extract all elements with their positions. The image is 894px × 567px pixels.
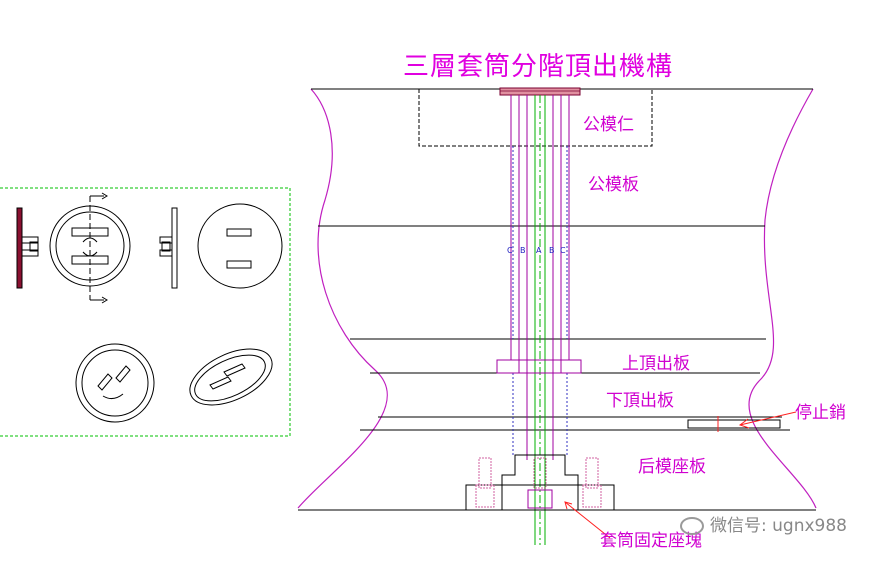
label-stop-pin: 停止銷: [795, 403, 846, 423]
label-upper-ejector-plate: 上頂出板: [622, 354, 690, 374]
label-sleeve-retainer: 套筒固定座塊: [600, 531, 702, 551]
wechat-icon: [680, 517, 704, 535]
sleeve-pin-assembly: [510, 95, 570, 545]
part-views-frame: [0, 187, 291, 437]
part-iso-view-1: [75, 343, 155, 423]
mold-outline: [297, 88, 817, 509]
pin-letter-a: A: [536, 246, 542, 255]
part-front-view: [49, 192, 131, 304]
pin-letter-b-left: B: [520, 246, 526, 255]
molded-part-top: [499, 87, 581, 96]
stop-pin: [687, 416, 781, 432]
label-clamp-plate: 后模座板: [638, 457, 706, 477]
pin-letter-b-right: B: [549, 246, 555, 255]
core-insert-outline: [418, 89, 653, 147]
watermark-text: 微信号: ugnx988: [710, 516, 847, 536]
part-side-view: [16, 207, 39, 289]
part-right-side-view: [159, 207, 178, 289]
upper-ejector-boss: [496, 359, 582, 374]
sleeve-retainer-block: [465, 454, 615, 511]
label-lower-ejector-plate: 下頂出板: [606, 391, 674, 411]
part-iso-view-2: [189, 348, 273, 406]
leader-arrows: [564, 411, 797, 539]
part-back-view: [197, 203, 283, 289]
label-core-plate: 公模板: [588, 175, 639, 195]
label-core-insert: 公模仁: [583, 115, 634, 135]
plate-lines: [298, 88, 816, 511]
watermark: 微信号: ugnx988: [680, 511, 847, 536]
diagram-title: 三層套筒分階頂出機構: [403, 52, 674, 82]
pin-letter-c-left: C: [507, 246, 513, 255]
pin-letter-c-right: C: [560, 246, 566, 255]
screws: [475, 457, 602, 508]
